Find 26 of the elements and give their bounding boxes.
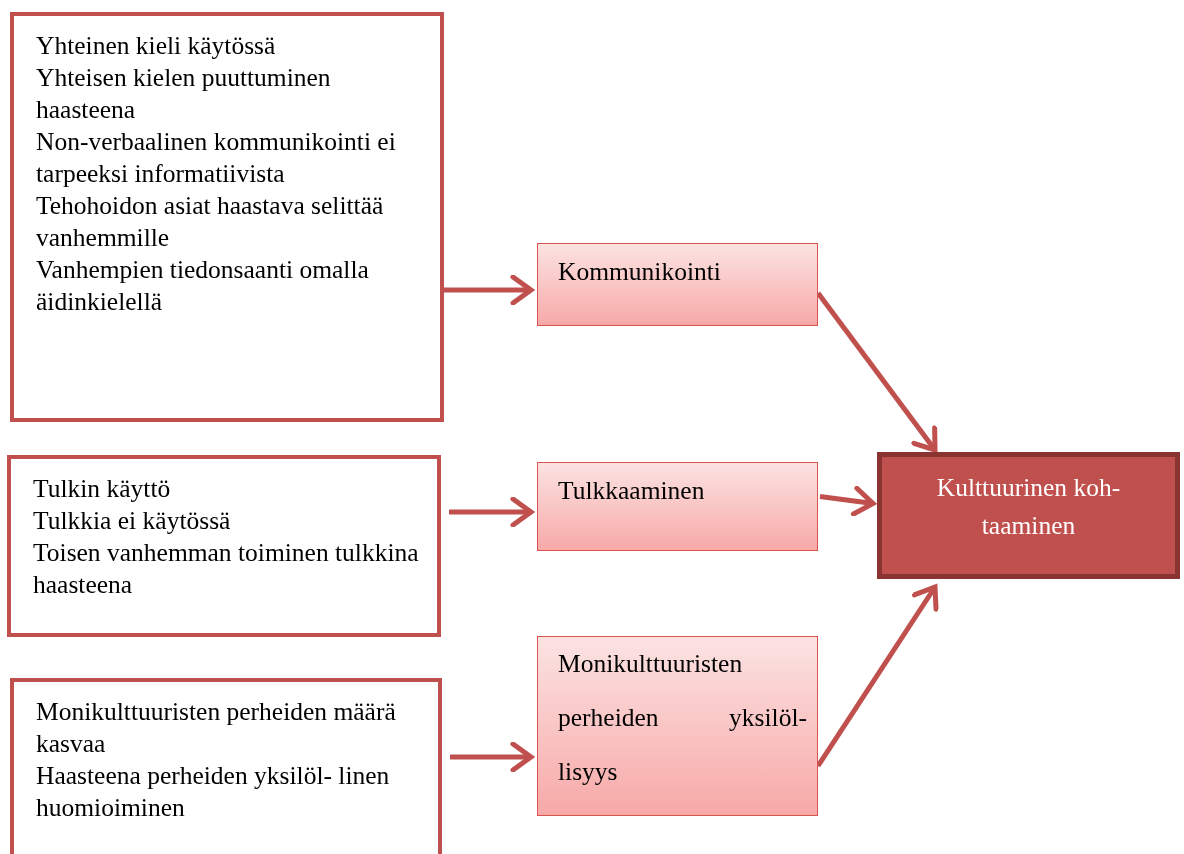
arrow xyxy=(444,274,534,306)
box-text: Haasteena perheiden yksilöl- linen huomioiminen xyxy=(36,760,391,824)
result-box xyxy=(877,452,1180,579)
box-text: Yhteinen kieli käytössä xyxy=(36,30,277,62)
process-box xyxy=(537,636,818,816)
box-text: Vanhempien tiedonsaanti omalla äidinkielellä xyxy=(36,254,370,318)
arrow xyxy=(816,291,938,453)
box-text: Non-verbaalinen kommunikointi ei tarpeeksi informatiivista xyxy=(36,126,397,190)
box-text: Tulkin käyttö xyxy=(33,473,172,505)
box-text: Tulkkaaminen xyxy=(558,475,706,507)
box-text: Monikulttuuristen perheiden määrä kasvaa xyxy=(36,696,397,760)
note-box xyxy=(10,12,444,422)
box-text: Tehohoidon asiat haastava selittää vanhemmille xyxy=(36,190,385,254)
arrow xyxy=(450,741,534,773)
box-text: Monikulttuuristen perheiden yksilöl- lisyys xyxy=(558,648,807,788)
box-text: Yhteisen kielen puuttuminen haasteena xyxy=(36,62,332,126)
box-text: Tulkkia ei käytössä xyxy=(33,505,232,537)
box-text: Kulttuurinen koh- taaminen xyxy=(935,472,1122,542)
box-text: Toisen vanhemman toiminen tulkkina haasteena xyxy=(33,537,420,601)
note-box xyxy=(7,455,441,637)
arrow xyxy=(449,496,534,528)
box-text: Kommunikointi xyxy=(558,256,722,288)
arrow xyxy=(819,485,876,517)
note-box xyxy=(10,678,442,854)
process-box xyxy=(537,462,818,551)
process-box xyxy=(537,243,818,326)
